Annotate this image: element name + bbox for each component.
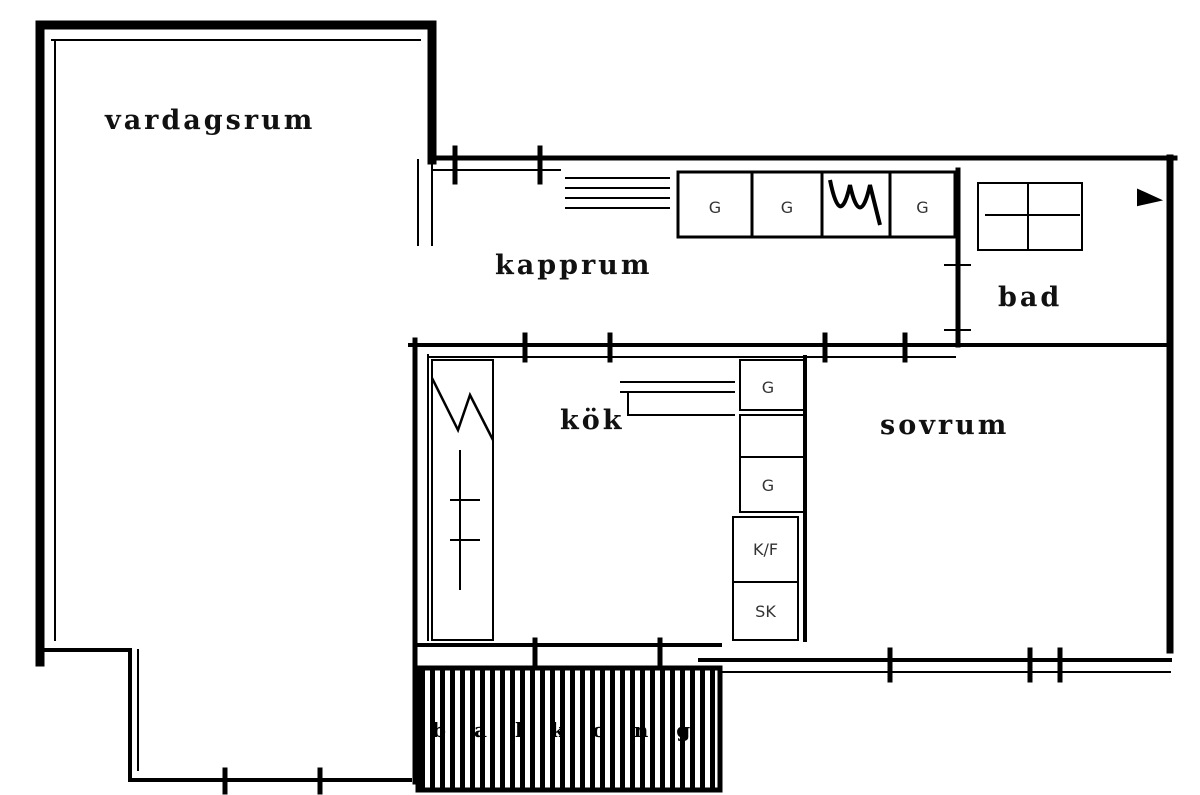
room-label-vardagsrum: vardagsrum <box>105 105 316 136</box>
room-label-sovrum: sovrum <box>880 410 1010 441</box>
room-label-kapprum: kapprum <box>495 250 653 281</box>
hall-cabinets <box>565 170 957 239</box>
room-label-kok: kök <box>560 405 625 436</box>
room-label-balkong: balkong <box>432 718 719 742</box>
kitchen-fixtures <box>430 359 806 641</box>
fixture-fridge-freezer: K/F <box>752 540 779 559</box>
fixture-g-hall-1: G <box>708 198 722 217</box>
bathroom-fixtures <box>977 182 1164 251</box>
walls <box>35 20 1178 795</box>
fixture-g-hall-3: G <box>916 198 929 217</box>
fixture-g-kitchen-2: G <box>761 476 775 495</box>
fixture-sk: SK <box>755 602 776 621</box>
balcony-hatch <box>415 665 723 793</box>
fixture-g-hall-2: G <box>780 198 794 217</box>
fixture-g-kitchen-1: G <box>761 378 775 397</box>
room-label-bad: bad <box>998 282 1063 313</box>
